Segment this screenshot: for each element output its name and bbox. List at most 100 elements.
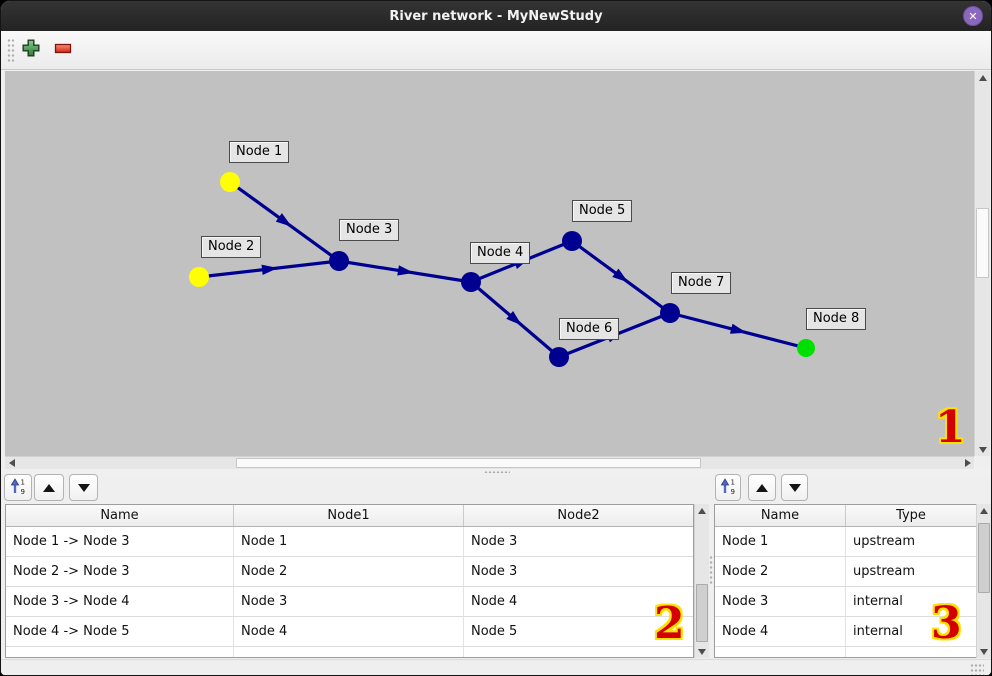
column-header[interactable]: Node2 bbox=[557, 508, 600, 523]
flow-arrow-icon bbox=[729, 323, 747, 334]
node-node-8[interactable] bbox=[797, 339, 815, 357]
scrollbar-thumb[interactable] bbox=[696, 584, 708, 642]
annotation-2: 2 bbox=[654, 598, 685, 649]
table-cell[interactable]: Node 5 bbox=[471, 624, 518, 639]
canvas-vertical-scrollbar[interactable] bbox=[974, 71, 990, 456]
down-arrow-icon bbox=[77, 483, 90, 492]
column-header[interactable]: Node1 bbox=[234, 505, 464, 526]
sort-reaches-button[interactable]: 1 9 bbox=[4, 474, 32, 501]
node-label-node-5[interactable]: Node 5 bbox=[572, 200, 633, 222]
up-arrow-icon bbox=[756, 483, 768, 492]
scroll-down-button[interactable] bbox=[975, 443, 990, 456]
table-cell[interactable]: Node 1 -> Node 3 bbox=[6, 527, 234, 556]
node-label-node-7[interactable]: Node 7 bbox=[671, 272, 732, 294]
down-arrow-icon bbox=[788, 483, 801, 492]
horizontal-splitter[interactable] bbox=[1, 469, 991, 474]
column-header[interactable]: Name bbox=[715, 505, 846, 526]
node-node-2[interactable] bbox=[189, 267, 209, 287]
scroll-down-button[interactable] bbox=[977, 645, 991, 658]
table-cell[interactable]: Node 3 bbox=[471, 564, 518, 579]
table-header-row: Name Type bbox=[715, 505, 976, 527]
svg-text:9: 9 bbox=[730, 488, 734, 495]
table-row[interactable]: Node 2 upstream bbox=[715, 557, 976, 587]
main-toolbar bbox=[1, 31, 991, 70]
node-label-node-4[interactable]: Node 4 bbox=[470, 242, 531, 264]
move-reach-up-button[interactable] bbox=[34, 474, 64, 501]
table-cell[interactable]: Node 2 -> Node 3 bbox=[6, 557, 234, 586]
table-row[interactable]: Node 3 internal bbox=[715, 587, 976, 617]
move-node-up-button[interactable] bbox=[748, 474, 776, 501]
table-cell[interactable]: Node 2 bbox=[715, 557, 846, 586]
table-cell[interactable]: upstream bbox=[853, 534, 916, 549]
river-network-canvas[interactable]: Node 1 Node 2 Node 3 Node 4 Node 5 Node 6 Node… bbox=[5, 71, 974, 456]
table-cell[interactable]: Node 4 -> Node 5 bbox=[6, 617, 234, 646]
nodes-table-scrollbar[interactable] bbox=[976, 504, 991, 658]
table-cell[interactable]: internal bbox=[853, 624, 903, 639]
resize-grip[interactable] bbox=[970, 663, 984, 675]
table-cell[interactable]: Node 4 bbox=[715, 617, 846, 646]
add-node-button[interactable] bbox=[18, 36, 44, 63]
sort-nodes-button[interactable]: 1 9 bbox=[715, 474, 741, 501]
node-node-3[interactable] bbox=[329, 251, 349, 271]
table-cell[interactable]: Node 4 bbox=[234, 617, 464, 646]
move-node-down-button[interactable] bbox=[781, 474, 808, 501]
move-reach-down-button[interactable] bbox=[69, 474, 98, 501]
canvas-horizontal-scrollbar[interactable] bbox=[5, 456, 974, 469]
flow-arrow-icon bbox=[506, 311, 522, 326]
table-cell[interactable]: Node 3 bbox=[471, 534, 518, 549]
titlebar[interactable]: River network - MyNewStudy ✕ bbox=[1, 1, 991, 31]
status-bar bbox=[1, 659, 991, 675]
scrollbar-thumb[interactable] bbox=[976, 208, 989, 278]
table-row-partial bbox=[6, 647, 693, 657]
svg-text:1: 1 bbox=[730, 479, 734, 487]
scrollbar-thumb[interactable] bbox=[236, 458, 701, 468]
close-icon[interactable]: ✕ bbox=[963, 6, 983, 26]
node-label-node-3[interactable]: Node 3 bbox=[339, 219, 400, 241]
node-node-7[interactable] bbox=[660, 303, 680, 323]
table-cell[interactable]: Node 3 bbox=[234, 587, 464, 616]
scroll-right-button[interactable] bbox=[961, 457, 974, 469]
scrollbar-thumb[interactable] bbox=[978, 523, 990, 593]
table-row[interactable]: Node 1 upstream bbox=[715, 527, 976, 557]
scroll-up-button[interactable] bbox=[977, 504, 991, 517]
node-label-node-6[interactable]: Node 6 bbox=[559, 318, 620, 340]
toolbar-drag-handle[interactable] bbox=[7, 38, 15, 62]
node-node-1[interactable] bbox=[220, 172, 240, 192]
node-label-node-2[interactable]: Node 2 bbox=[201, 236, 262, 258]
sort-ascending-icon: 1 9 bbox=[10, 477, 27, 498]
node-label-node-1[interactable]: Node 1 bbox=[229, 141, 290, 163]
table-cell[interactable]: Node 1 bbox=[234, 527, 464, 556]
column-header[interactable]: Type bbox=[896, 508, 926, 523]
table-cell[interactable]: Node 4 bbox=[471, 594, 518, 609]
minus-icon bbox=[54, 41, 72, 58]
table-cell[interactable]: Node 2 bbox=[234, 557, 464, 586]
right-arrow-icon bbox=[964, 459, 971, 467]
node-node-5[interactable] bbox=[562, 231, 582, 251]
reaches-table-scrollbar[interactable] bbox=[694, 504, 709, 658]
up-arrow-icon bbox=[698, 507, 706, 514]
down-arrow-icon bbox=[698, 648, 706, 655]
node-node-4[interactable] bbox=[461, 272, 481, 292]
table-cell[interactable]: upstream bbox=[853, 564, 916, 579]
vertical-splitter-handle[interactable] bbox=[709, 555, 715, 585]
table-cell bbox=[6, 647, 234, 657]
table-row[interactable]: Node 4 internal bbox=[715, 617, 976, 647]
table-cell[interactable]: Node 3 bbox=[715, 587, 846, 616]
scroll-left-button[interactable] bbox=[5, 457, 18, 469]
table-cell[interactable]: Node 3 -> Node 4 bbox=[6, 587, 234, 616]
splitter-handle[interactable] bbox=[484, 470, 510, 473]
table-cell[interactable]: Node 1 bbox=[715, 527, 846, 556]
node-node-6[interactable] bbox=[549, 347, 569, 367]
node-label-node-8[interactable]: Node 8 bbox=[806, 308, 867, 330]
table-cell[interactable]: internal bbox=[853, 594, 903, 609]
svg-text:9: 9 bbox=[20, 488, 24, 495]
scroll-up-button[interactable] bbox=[975, 71, 990, 84]
remove-node-button[interactable] bbox=[50, 36, 76, 63]
scroll-up-button[interactable] bbox=[695, 504, 709, 517]
column-header[interactable]: Name bbox=[6, 505, 234, 526]
scroll-down-button[interactable] bbox=[695, 645, 709, 658]
